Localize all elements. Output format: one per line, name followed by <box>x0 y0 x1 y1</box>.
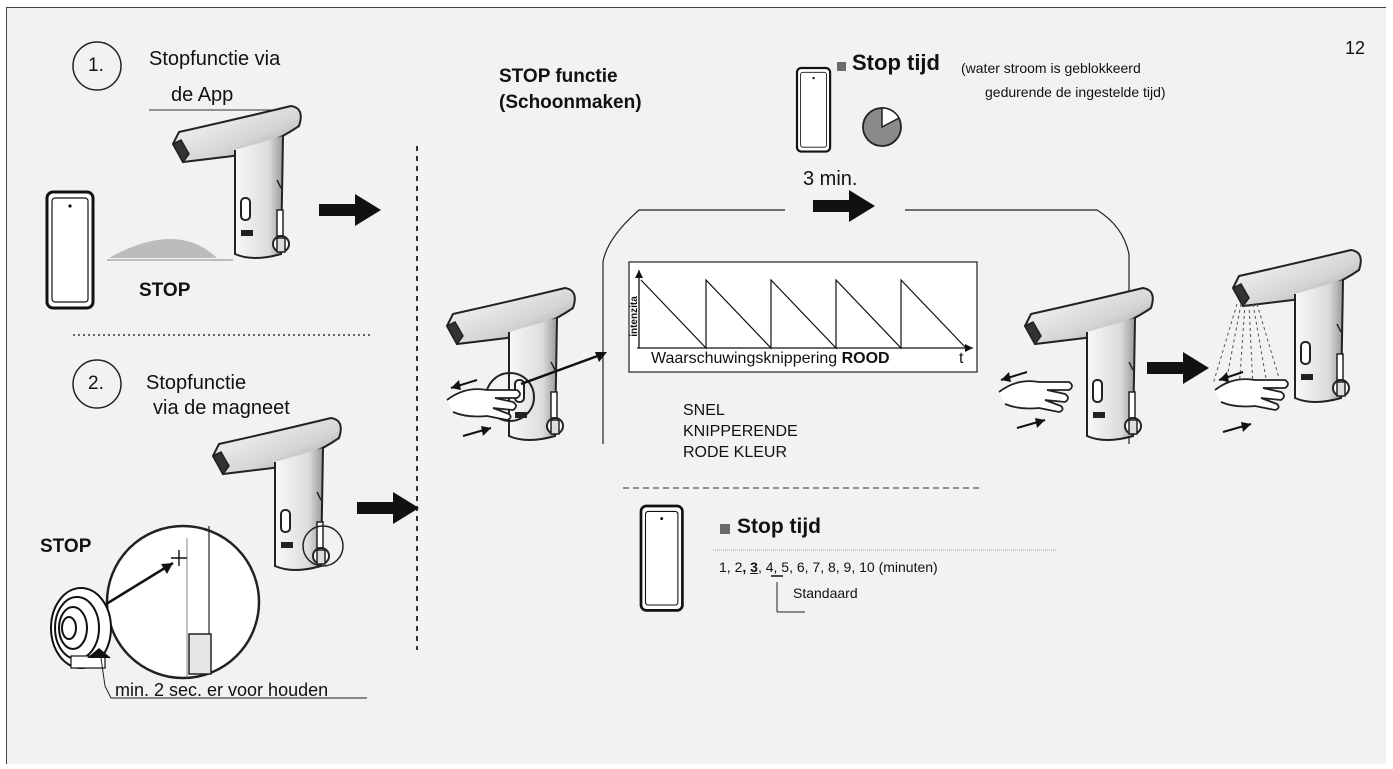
options-bold-comma: , <box>742 559 747 575</box>
step-1-number: 1. <box>88 55 104 76</box>
step-2-title-line2: via de magneet <box>153 397 290 419</box>
step-2-title-line1: Stopfunctie <box>146 372 247 394</box>
phone-icon-bottom <box>639 504 684 612</box>
default-label: Standaard <box>793 585 858 601</box>
options-before-default: 1, 2 <box>719 559 743 575</box>
blink-line-1: SNEL <box>683 402 725 419</box>
blink-line-3: RODE KLEUR <box>683 444 788 461</box>
step-1-title-line1: Stopfunctie via <box>149 48 281 70</box>
bracket-left <box>602 209 785 444</box>
bullet-icon-top <box>837 62 846 71</box>
stop-time-note-line2: gedurende de ingestelde tijd) <box>985 84 1166 100</box>
step-1-title-line2: de App <box>171 84 234 106</box>
hand-icon-3 <box>1214 378 1289 411</box>
options-after-default: , 4, 5, 6, 7, 8, 9, 10 (minuten) <box>757 559 938 575</box>
up-arrow-icon <box>87 648 111 658</box>
step-2-circle <box>72 359 122 409</box>
blink-line-2: KNIPPERENDE <box>683 423 798 440</box>
instruction-page: 12 1. Stopfunctie via de App STOP 2. Sto… <box>6 7 1386 764</box>
faucet-icon-4 <box>1024 287 1154 441</box>
bracket-right <box>905 209 1130 444</box>
stop-function-title: STOP functie <box>499 66 618 87</box>
sensor-highlight-circle <box>302 525 344 567</box>
graph-y-label: intenzita <box>628 296 640 337</box>
water-spray-icon <box>1212 303 1280 391</box>
step-2-number: 2. <box>88 373 104 394</box>
illustration-layer <box>45 41 1362 699</box>
options-default-value: 3 <box>750 559 758 575</box>
graph-box <box>628 261 978 373</box>
blink-sawtooth <box>640 278 967 350</box>
magnet-icon <box>50 587 112 669</box>
blink-description: SNEL KNIPPERENDE RODE KLEUR <box>683 400 798 463</box>
magnifier-circle <box>105 524 261 680</box>
right-arrow-4 <box>1147 352 1209 384</box>
bullet-icon-bottom <box>720 524 730 534</box>
stop-label-magnet: STOP <box>40 536 92 557</box>
page-number: 12 <box>1345 38 1366 58</box>
right-arrow-1 <box>319 194 381 226</box>
pointer-line-magnet <box>102 561 174 608</box>
stop-time-options: 1, 2, 3, 4, 5, 6, 7, 8, 9, 10 (minuten) <box>719 559 938 575</box>
stop-time-title-top: Stop tijd <box>852 50 940 75</box>
graph-time-label: t <box>959 350 964 367</box>
graph-x-label-text: Waarschuwingsknippering <box>651 350 842 367</box>
pointer-line-graph <box>520 352 604 386</box>
faucet-icon-1 <box>172 105 302 259</box>
right-arrow-3min <box>813 190 875 222</box>
step-1-circle <box>72 41 122 91</box>
stop-time-title-bottom: Stop tijd <box>737 515 821 538</box>
hold-duration-note: min. 2 sec. er voor houden <box>115 680 329 700</box>
stop-function-subtitle: (Schoonmaken) <box>499 92 642 113</box>
hand-icon-2 <box>998 380 1073 413</box>
stop-label-app: STOP <box>139 280 191 301</box>
tablet-icon <box>45 190 95 310</box>
signal-wave-icon <box>109 239 217 258</box>
stop-duration-label: 3 min. <box>803 168 858 190</box>
graph-x-label: Waarschuwingsknippering ROOD <box>651 350 890 368</box>
stop-time-note-line1: (water stroom is geblokkeerd <box>961 60 1141 76</box>
hand-icon-1 <box>446 388 521 421</box>
timer-pie-icon <box>862 107 902 147</box>
right-arrow-2 <box>357 492 419 524</box>
graph-x-label-bold: ROOD <box>841 350 890 367</box>
phone-icon-top <box>795 66 832 153</box>
